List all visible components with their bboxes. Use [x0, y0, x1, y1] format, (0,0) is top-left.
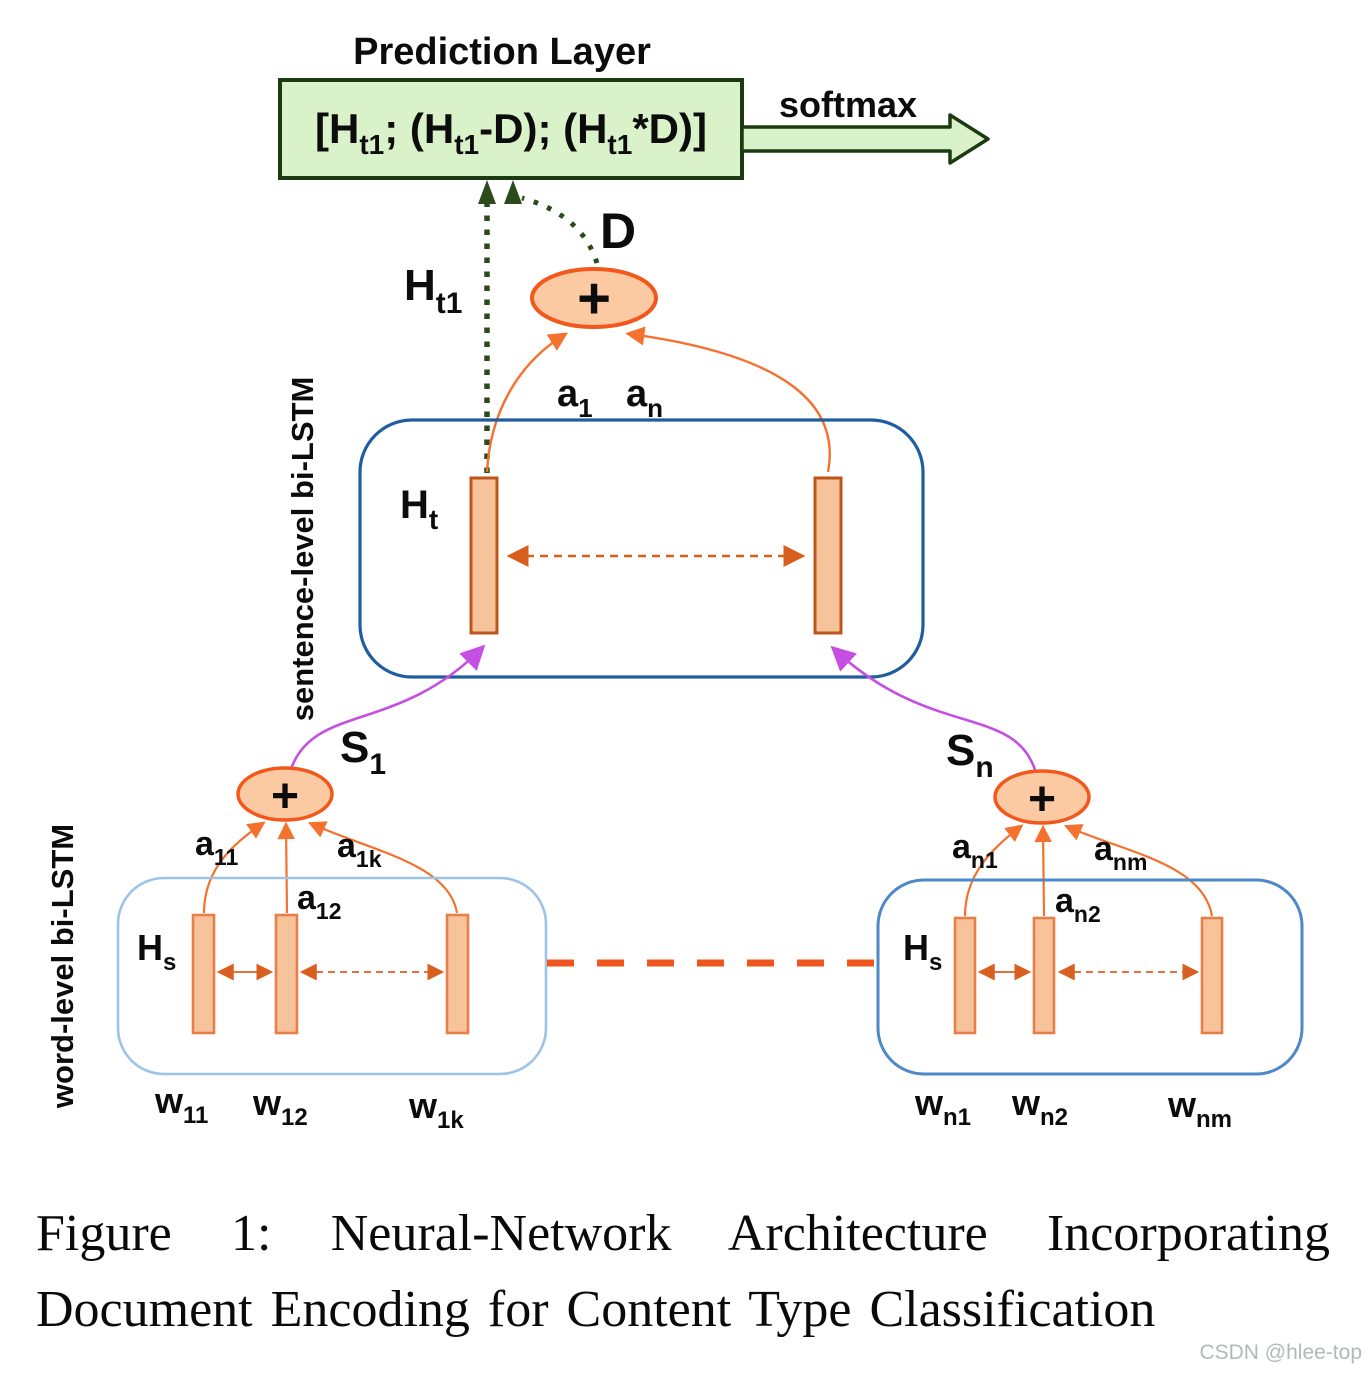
an2-label: an2	[1055, 882, 1101, 927]
sn-node-ellipse	[993, 769, 1091, 825]
a1k-label: a1k	[337, 827, 382, 872]
prediction-layer-box	[278, 78, 744, 180]
d-dotted-curve	[521, 195, 600, 264]
a12-label: a12	[297, 879, 342, 924]
hs-left-label: Hs	[137, 927, 176, 976]
word-bar-wnm	[1200, 916, 1224, 1035]
wnm-label: wnm	[1167, 1084, 1232, 1133]
a11-label: a11	[195, 825, 238, 870]
attention-arrow-an	[625, 326, 831, 473]
sentence-hidden-bar-left	[469, 476, 499, 635]
document-node-ellipse	[530, 267, 658, 329]
prediction-layer-title: Prediction Layer	[353, 31, 651, 73]
a1-label: a1	[557, 373, 593, 423]
caption-line-1: Figure 1: Neural-Network Architecture In…	[36, 1205, 1330, 1262]
word-box-label: word-level bi-LSTM	[45, 824, 80, 1109]
s1-label: S1	[340, 723, 386, 781]
attention-arrow-anm	[1063, 824, 1214, 917]
softmax-label: softmax	[779, 84, 917, 125]
wn1-label: wn1	[914, 1082, 971, 1131]
softmax-arrow	[740, 113, 990, 165]
sn-to-sentence-arrow	[830, 645, 1038, 774]
sentence-hidden-bar-right	[813, 476, 843, 635]
anm-label: anm	[1094, 830, 1147, 875]
architecture-diagram: Prediction Layer [Ht1; (Ht1-D); (Ht1*D)]…	[45, 31, 1304, 1134]
hs-right-label: Hs	[903, 927, 942, 976]
word-box-left-outline	[116, 876, 548, 1076]
document-node-plus: +	[577, 266, 611, 331]
word-box-right-outline	[876, 878, 1304, 1076]
attention-arrow-a1	[485, 332, 569, 473]
d-arrowhead	[504, 180, 522, 204]
word-bar-w11	[191, 913, 216, 1035]
word-bar-wn2	[1032, 916, 1056, 1035]
sn-node-plus: +	[1028, 773, 1056, 826]
attention-arrow-a12	[277, 821, 295, 914]
d-dotted-arrow	[504, 180, 600, 264]
word-bar-w12	[274, 913, 299, 1035]
caption-line-2: Document Encoding for Content Type Class…	[36, 1281, 1156, 1338]
w1k-label: w1k	[408, 1085, 464, 1134]
sentence-box-label: sentence-level bi-LSTM	[285, 377, 320, 722]
w12-label: w12	[252, 1082, 308, 1131]
ht-label: Ht	[400, 483, 438, 535]
sn-plus-node: +	[993, 769, 1091, 826]
w11-label: w11	[154, 1080, 208, 1129]
attention-arrow-an1	[963, 824, 1024, 917]
attention-arrow-a1k	[307, 821, 459, 914]
sentence-box-outline	[358, 418, 925, 679]
s1-plus-node: +	[236, 766, 334, 823]
prediction-layer-formula: [Ht1; (Ht1-D); (Ht1*D)]	[315, 105, 707, 160]
document-plus-node: +	[530, 266, 658, 331]
ht1-label: Ht1	[404, 261, 462, 320]
ht1-dotted-arrow	[478, 180, 496, 473]
attention-arrow-an2	[1034, 824, 1052, 917]
word-bar-wn1	[953, 916, 977, 1035]
word-lstm-right-box: Hs	[876, 878, 1304, 1076]
figure-caption: Figure 1: Neural-Network Architecture In…	[36, 1196, 1330, 1348]
an-label: an	[626, 373, 663, 423]
d-label: D	[600, 203, 636, 259]
prediction-layer: Prediction Layer [Ht1; (Ht1-D); (Ht1*D)]…	[278, 31, 990, 180]
s1-node-ellipse	[236, 766, 334, 822]
sentence-lstm-box: sentence-level bi-LSTM Ht	[285, 377, 925, 722]
s1-to-sentence-arrow	[289, 644, 486, 770]
watermark: CSDN @hlee-top	[1199, 1341, 1362, 1364]
an1-label: an1	[952, 828, 998, 873]
sn-label: Sn	[946, 726, 994, 784]
ht1-arrowhead	[478, 180, 496, 204]
wn2-label: wn2	[1011, 1082, 1068, 1131]
word-lstm-left-box: word-level bi-LSTM Hs	[45, 824, 548, 1109]
s1-node-plus: +	[271, 770, 299, 823]
attention-arrow-a11	[202, 821, 266, 914]
word-bar-w1k	[445, 913, 470, 1035]
